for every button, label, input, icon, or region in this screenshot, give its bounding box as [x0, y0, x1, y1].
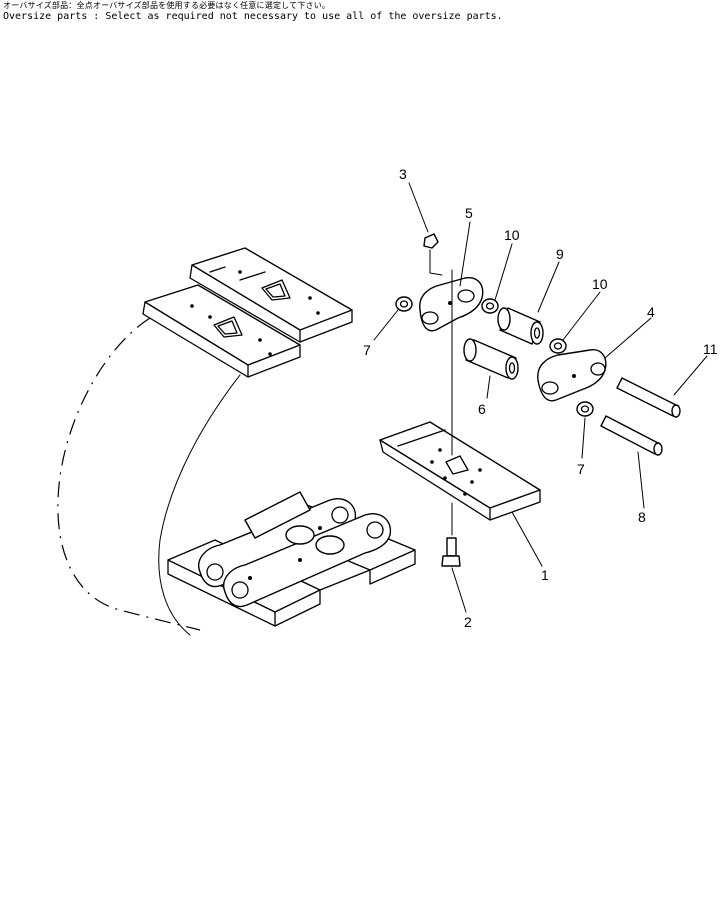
note-japanese: オーバサイズ部品：全点オーバサイズ部品を使用する必要はなく任意に選定して下さい。 [3, 1, 331, 10]
callout-8: 8 [638, 509, 646, 525]
leader-lines [373, 182, 708, 613]
callout-1: 1 [541, 567, 549, 583]
part-7-seal-lower [576, 401, 594, 417]
part-10-spacer-left [481, 298, 499, 314]
callout-2: 2 [464, 614, 472, 630]
part-7-seal-upper [395, 296, 413, 312]
lower-chain-section [167, 491, 416, 627]
part-8-pin [600, 415, 663, 456]
part-4-master-link [537, 349, 607, 402]
callout-10-right: 10 [592, 276, 608, 292]
part-6-bushing [463, 338, 519, 380]
callout-10-left: 10 [504, 227, 520, 243]
callout-11: 11 [703, 341, 718, 357]
callout-6: 6 [478, 401, 486, 417]
callout-3: 3 [399, 166, 407, 182]
part-10-spacer-right [549, 338, 567, 354]
part-2-bolt [441, 502, 461, 567]
part-11-pin [616, 377, 681, 418]
callout-labels: 3 5 10 9 10 4 11 7 6 7 8 1 2 [363, 166, 718, 630]
callout-4: 4 [647, 304, 655, 320]
callout-5: 5 [465, 205, 473, 221]
callout-7-lower: 7 [577, 461, 585, 477]
part-9-bushing [497, 307, 544, 345]
track-loop-outline [57, 317, 201, 631]
track-loop-inner [158, 374, 241, 636]
part-1-track-shoe [379, 421, 541, 521]
upper-shoe-plates [142, 247, 353, 378]
callout-9: 9 [556, 246, 564, 262]
part-3-nut [423, 233, 443, 276]
part-5-master-link [419, 277, 484, 332]
note-english: Oversize parts : Select as required not … [3, 11, 503, 22]
callout-7-upper: 7 [363, 342, 371, 358]
